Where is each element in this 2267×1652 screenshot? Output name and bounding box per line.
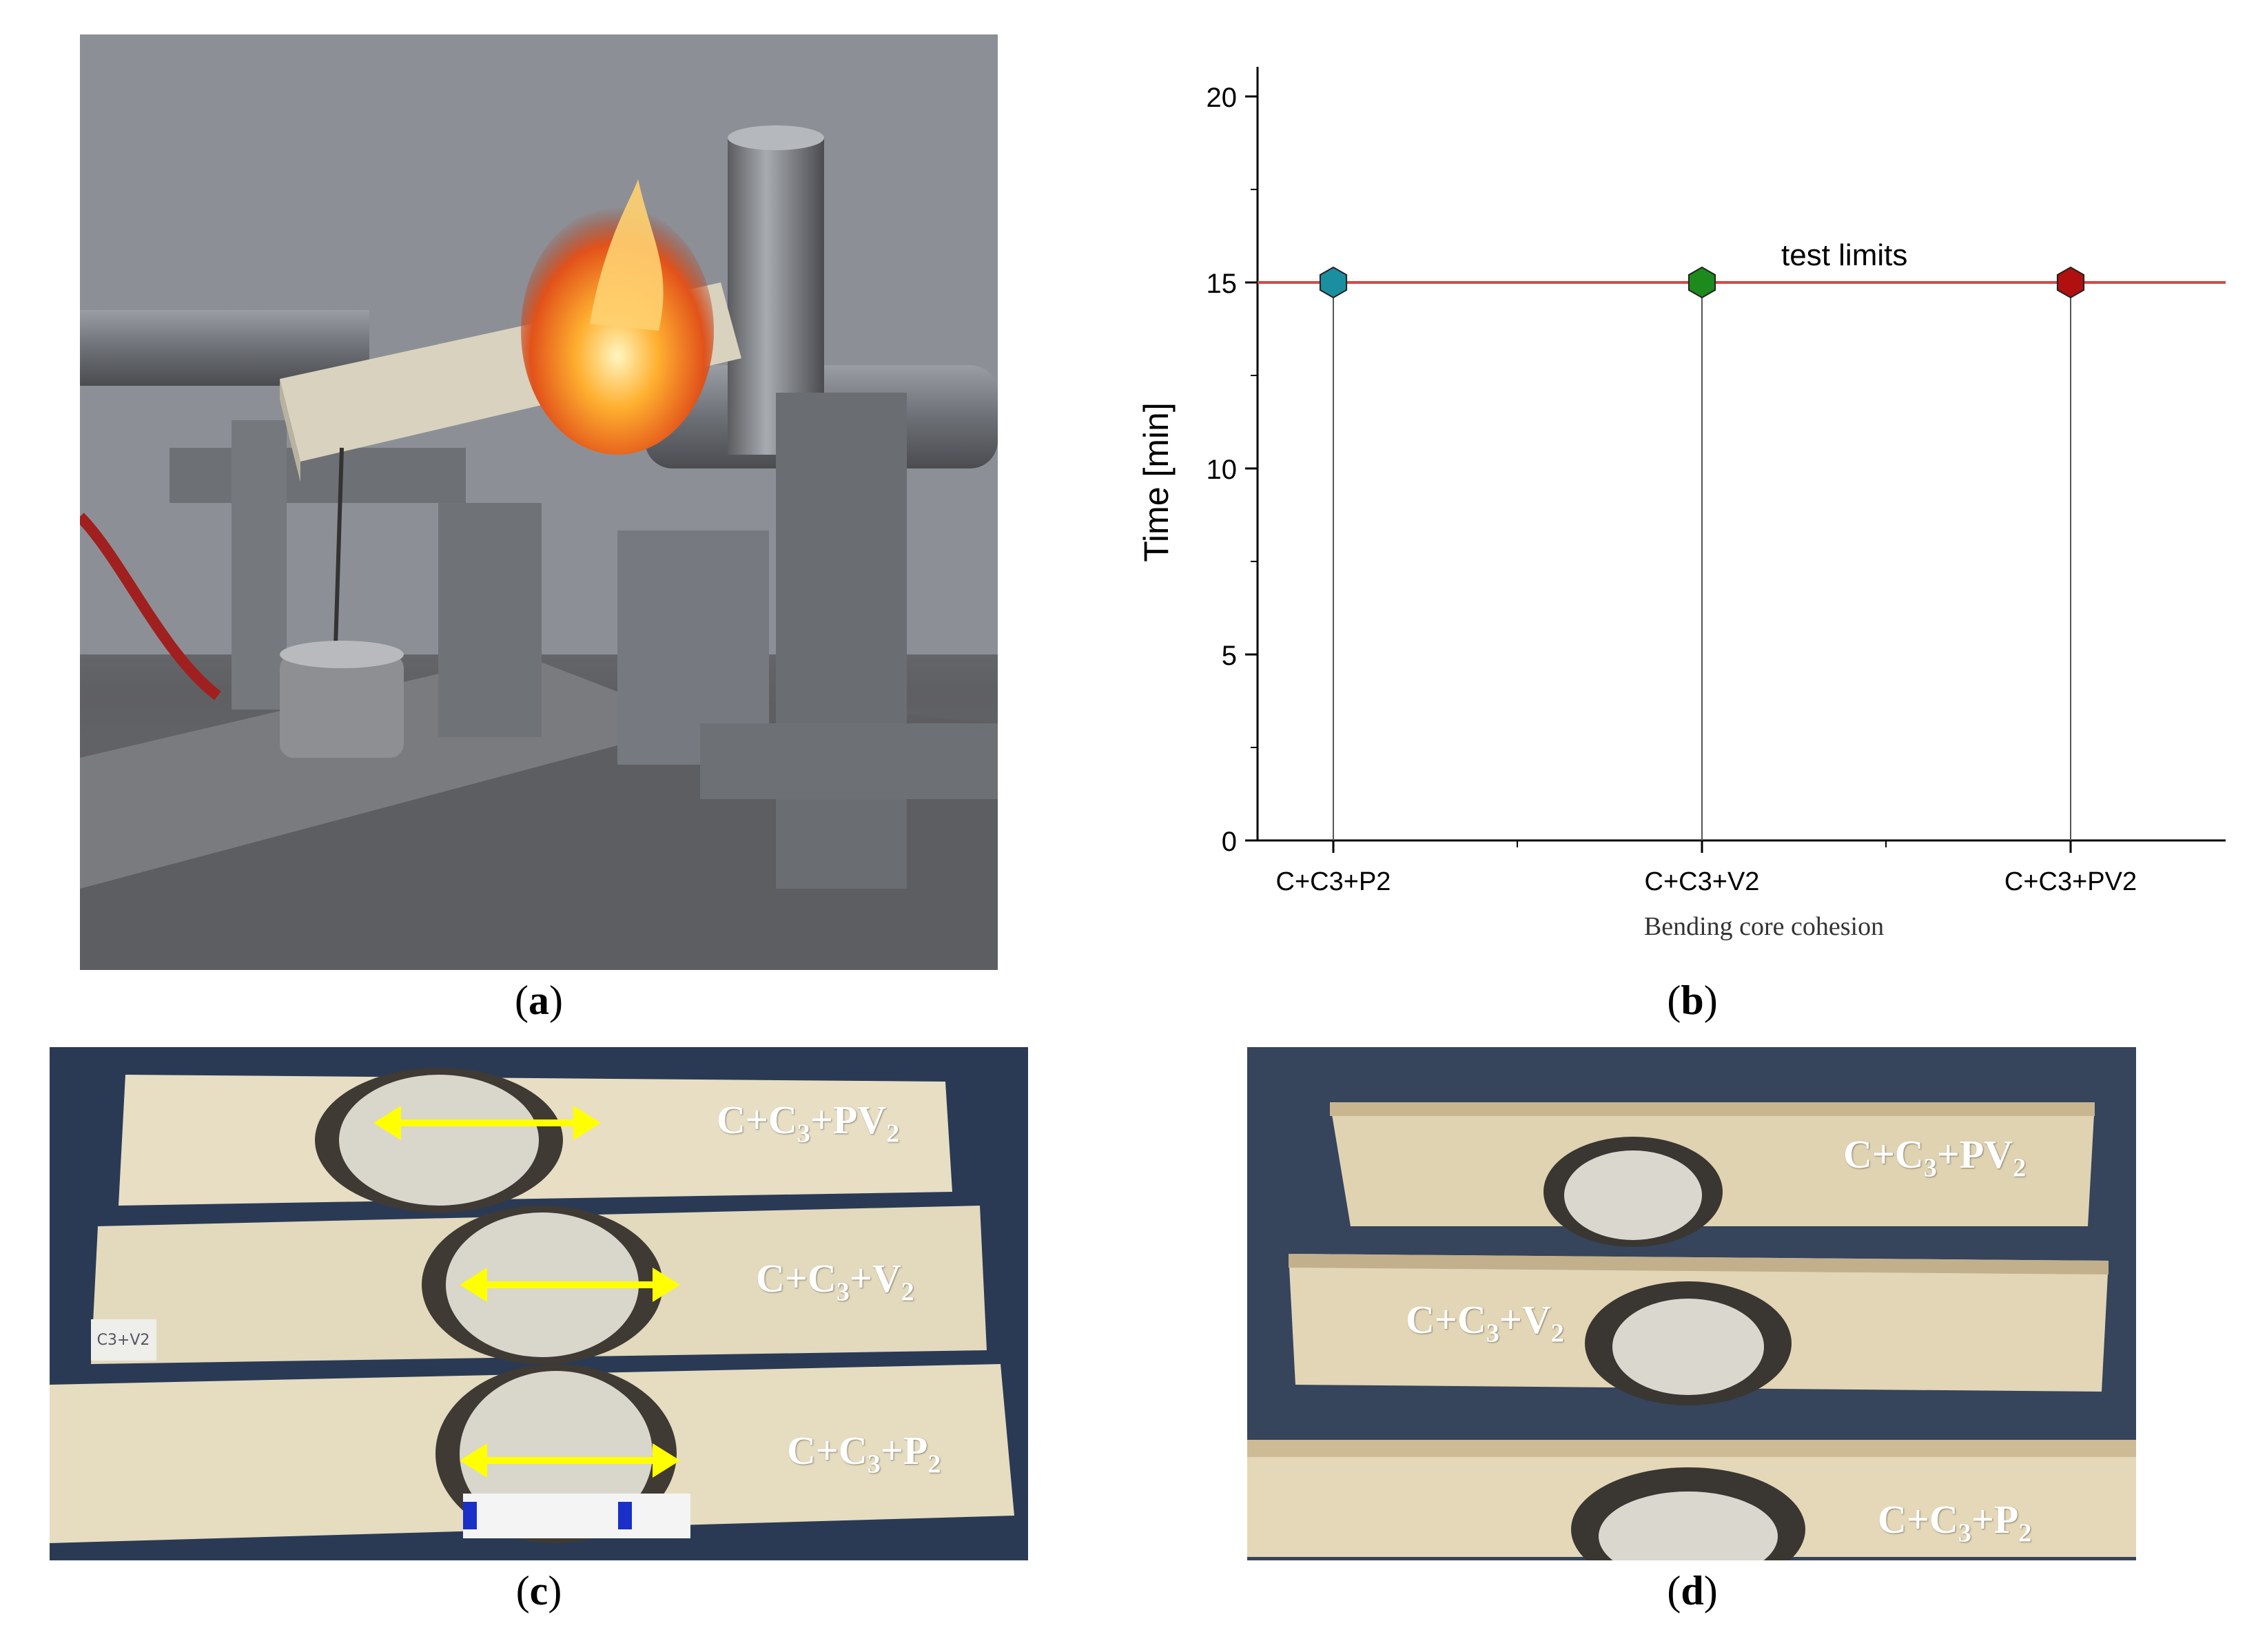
- caption-c: (c): [515, 1568, 562, 1613]
- label-d-v2: C+C3+V2: [1406, 1297, 1564, 1348]
- y-tick-label-20: 20: [1207, 83, 1238, 113]
- x-tick-label-1: C+C3+V2: [1645, 867, 1760, 896]
- label-c-pv2: C+C3+PV2: [717, 1097, 900, 1148]
- y-ticks: 0 5 10 15 20: [1207, 83, 1258, 857]
- caption-a: (a): [515, 978, 563, 1023]
- x-axis-label: Bending core cohesion: [1644, 912, 1884, 941]
- y-tick-label-10: 10: [1207, 455, 1238, 485]
- width-arrows: [373, 1106, 680, 1478]
- data-points: [1319, 266, 2085, 299]
- x-ticks: C+C3+P2 C+C3+V2 C+C3+PV2: [1276, 840, 2137, 896]
- y-tick-label-5: 5: [1222, 641, 1237, 671]
- caption-d: (d): [1667, 1568, 1718, 1613]
- test-limits-label: test limits: [1781, 238, 1907, 272]
- point-C+C3+PV2: [2056, 266, 2085, 299]
- time-chart: 0 5 10 15 20 C+C3+P2 C+C3+V2 C+C3+PV2 test lim…: [1137, 67, 2226, 941]
- point-C+C3+P2: [1319, 266, 1348, 299]
- point-C+C3+V2: [1688, 266, 1716, 299]
- flame-test-illustration: [80, 34, 998, 970]
- photo-flame-test: [80, 34, 998, 970]
- drop-lines: [1333, 282, 2071, 840]
- y-tick-label-15: 15: [1207, 269, 1238, 299]
- y-axis-label: Time [min]: [1137, 402, 1176, 562]
- label-c-v2: C+C3+V2: [756, 1256, 914, 1307]
- chart-axes: [1256, 67, 2226, 842]
- chart-panel: 0 5 10 15 20 C+C3+P2 C+C3+V2 C+C3+PV2 test lim…: [1130, 28, 2253, 964]
- y-tick-label-0: 0: [1222, 827, 1237, 857]
- label-d-p2: C+C3+P2: [1878, 1497, 2032, 1548]
- handwritten-tag: C3+V2: [97, 1332, 150, 1349]
- label-d-pv2: C+C3+PV2: [1843, 1132, 2027, 1183]
- x-tick-label-2: C+C3+PV2: [2004, 867, 2137, 896]
- photo-specimens-d: C+C3+PV2 C+C3+V2 C+C3+P2: [1247, 1047, 2136, 1560]
- label-c-p2: C+C3+P2: [787, 1428, 941, 1479]
- x-tick-label-0: C+C3+P2: [1276, 867, 1391, 896]
- specimens-d-illustration: [1247, 1102, 2136, 1560]
- ruler: [463, 1494, 690, 1538]
- photo-specimens-c: C3+V2 C+C3+PV2 C+C3+V2 C+C3+P2: [50, 1047, 1028, 1560]
- caption-b: (b): [1667, 978, 1718, 1023]
- specimens-c-illustration: C3+V2: [50, 1068, 1014, 1543]
